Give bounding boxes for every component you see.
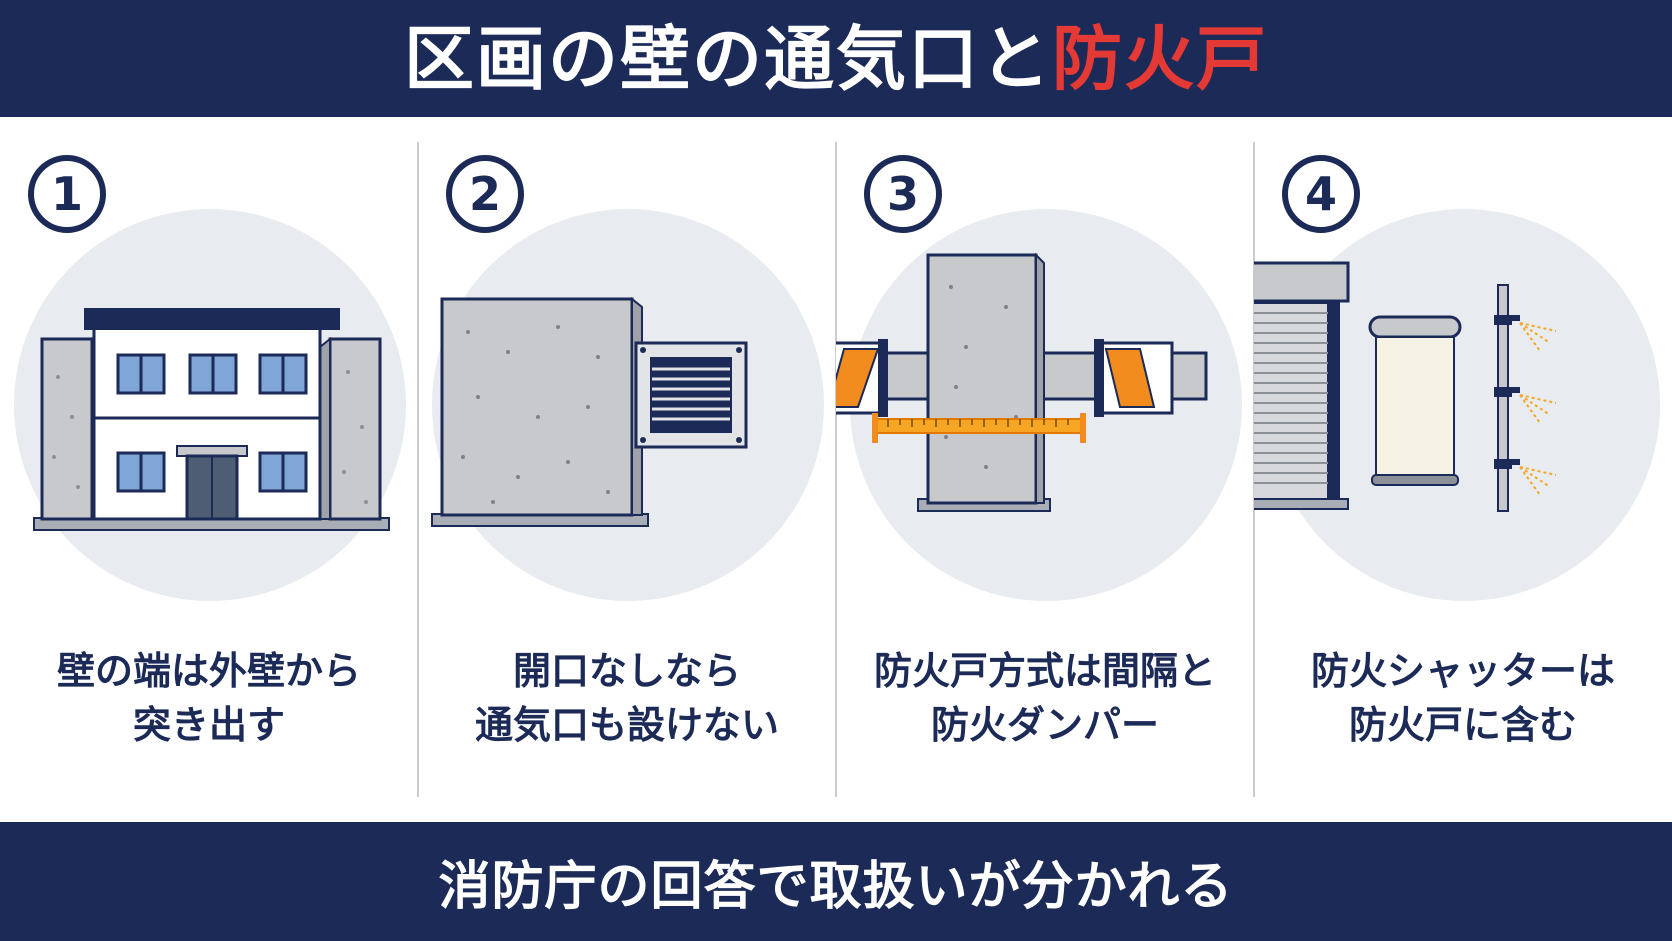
- step-number-badge: 4: [1282, 155, 1360, 233]
- panel-divider: [835, 142, 837, 797]
- wall-and-vent-illustration: [431, 296, 748, 527]
- step-number-badge: 2: [446, 155, 524, 233]
- panels-area: 1 壁の端は外壁から: [0, 117, 1672, 822]
- fire-shutter: [1254, 302, 1329, 500]
- page-title: 区画の壁の通気口と防火戸: [404, 24, 1268, 94]
- panel-caption: 壁の端は外壁から 突き出す: [56, 649, 361, 747]
- roll-screen-roller: [1368, 315, 1462, 339]
- sprinkler-spray: [1519, 322, 1557, 496]
- footer-banner: 消防庁の回答で取扱いが分かれる: [0, 822, 1672, 941]
- shutter-illustration: [1254, 261, 1557, 512]
- step-number-badge: 1: [28, 155, 106, 233]
- building-illustration: [33, 308, 390, 531]
- left-firewall: [40, 337, 94, 521]
- panel-4: 4: [1254, 117, 1672, 822]
- damper-illustration: [836, 252, 1208, 512]
- step-number-badge: 3: [864, 155, 942, 233]
- shutter-box: [1254, 261, 1350, 303]
- panel-3: 3: [836, 117, 1254, 822]
- panel-caption: 防火シャッターは 防火戸に含む: [1310, 649, 1615, 747]
- panel-1: 1 壁の端は外壁から: [0, 117, 418, 822]
- panel-2: 2 開口なしなら 通気口も設けない: [418, 117, 836, 822]
- right-firewall: [328, 337, 382, 521]
- concrete-wall: [440, 297, 634, 517]
- page-title-main: 区画の壁の通気口と: [404, 17, 1052, 100]
- fire-roll-screen: [1375, 336, 1455, 478]
- fire-wall-section: [926, 253, 1038, 505]
- panel-caption: 開口なしなら 通気口も設けない: [474, 649, 779, 747]
- sprinkler-pipe: [1497, 284, 1509, 512]
- panel-caption: 防火戸方式は間隔と 防火ダンパー: [873, 649, 1216, 747]
- building-roof: [84, 308, 340, 330]
- page-title-accent: 防火戸: [1052, 17, 1268, 100]
- measuring-tape: [875, 418, 1083, 434]
- panel-divider: [417, 142, 419, 797]
- illustration-background: [850, 209, 1242, 601]
- footer-text: 消防庁の回答で取扱いが分かれる: [438, 857, 1234, 917]
- header-banner: 区画の壁の通気口と防火戸: [0, 0, 1672, 117]
